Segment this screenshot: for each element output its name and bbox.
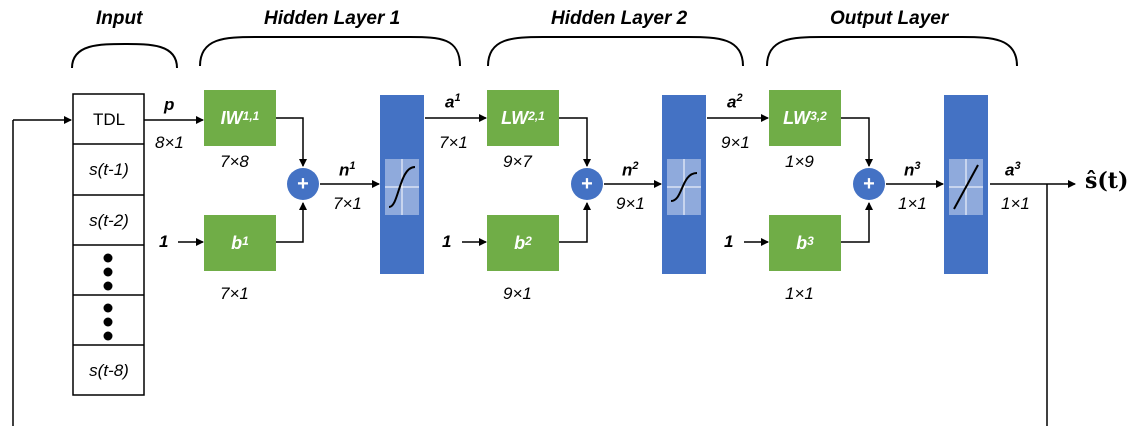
net-dim-1: 7×1 (333, 194, 362, 213)
output-s-hat-label: ŝ(t) (1085, 168, 1129, 194)
net-dim-2: 9×1 (616, 194, 645, 213)
weight-dim-1: 7×8 (220, 152, 249, 171)
tansig-icon (667, 159, 701, 215)
tdl-cell-s-t-8: s(t-8) (89, 360, 129, 380)
purelin-icon (949, 159, 983, 215)
layer-output-dim-1: 7×1 (439, 133, 468, 152)
layer-output-a3: a3 (1005, 160, 1021, 180)
input-bracket (71, 42, 178, 69)
hidden1-bracket (199, 36, 461, 67)
tdl-label: TDL (92, 109, 126, 129)
net-input-n2: n2 (622, 160, 639, 180)
input-p-label: p (164, 95, 175, 114)
output-bracket (766, 36, 1018, 67)
hidden-layer-1-header: Hidden Layer 1 (264, 8, 401, 29)
tdl-cell-s-t-2: s(t-2) (89, 210, 129, 230)
bias-dim-3: 1×1 (785, 284, 814, 303)
tdl-cell-s-t-1: s(t-1) (89, 160, 129, 179)
layer-output-a1: a1 (445, 92, 461, 112)
transfer-box-tansig-2 (662, 95, 706, 274)
tansig-icon (385, 159, 419, 215)
layer-output-dim-2: 9×1 (721, 133, 750, 152)
sum-node-3: + (853, 168, 885, 200)
input-header: Input (96, 8, 143, 29)
weight-dim-3: 1×9 (785, 152, 814, 171)
bias-input-2: 1 (442, 232, 452, 251)
net-input-n1: n1 (339, 160, 356, 180)
layer-output-dim-3: 1×1 (1001, 194, 1030, 213)
weight-dim-2: 9×7 (503, 152, 532, 171)
bias-input-3: 1 (724, 232, 734, 251)
bias-input-1: 1 (159, 232, 169, 251)
sum-node-1: + (287, 168, 319, 200)
layer-output-a2: a2 (727, 92, 743, 112)
hidden2-bracket (487, 36, 744, 67)
sum-node-2: + (571, 168, 603, 200)
net-input-n3: n3 (904, 160, 921, 180)
net-dim-3: 1×1 (898, 194, 927, 213)
hidden-layer-2-header: Hidden Layer 2 (551, 8, 688, 29)
transfer-box-tansig-1 (380, 95, 424, 274)
bias-dim-1: 7×1 (220, 284, 249, 303)
output-layer-header: Output Layer (830, 8, 949, 29)
transfer-box-purelin-3 (944, 95, 988, 274)
bias-dim-2: 9×1 (503, 284, 532, 303)
input-p-dim: 8×1 (155, 133, 184, 152)
